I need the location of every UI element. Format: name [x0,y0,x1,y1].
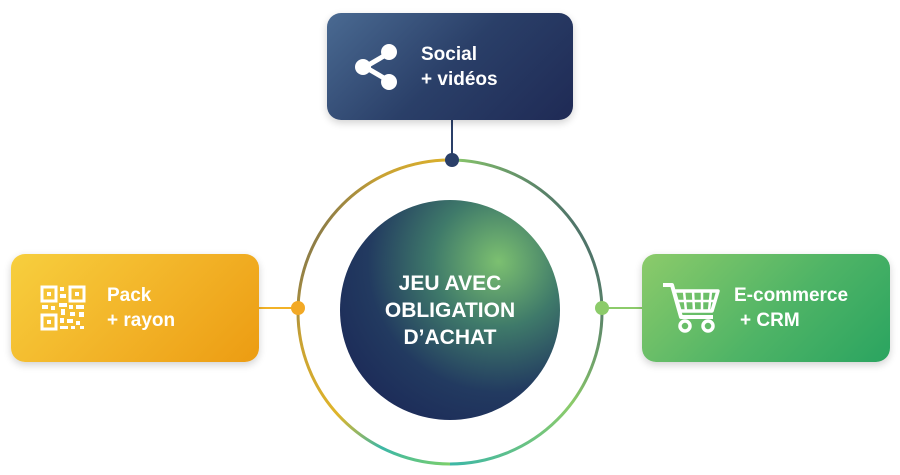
shopping-cart-icon [660,279,722,337]
center-circle [340,200,560,420]
qr-code-icon [37,282,89,334]
node-social-label: Social + vidéos [421,42,498,92]
center-label-line-1: JEU AVEC [398,271,502,295]
node-pack-line-2: + rayon [107,310,176,331]
share-icon [351,41,403,93]
node-social: Social + vidéos [327,13,573,120]
center-label-line-3: D’ACHAT [403,325,497,349]
node-social-line-2: + vidéos [421,68,498,90]
node-ecommerce: E-commerce + CRM [642,254,890,362]
node-pack: Pack + rayon [11,254,259,362]
node-social-line-1: Social [421,43,477,65]
dot-social [445,153,459,167]
dot-pack [291,301,305,315]
node-ecommerce-label: E-commerce + CRM [734,283,848,333]
center-label: JEU AVEC OBLIGATION D’ACHAT [340,200,560,420]
node-ecommerce-line-1: E-commerce [734,285,849,306]
node-pack-label: Pack + rayon [107,283,175,333]
node-pack-line-1: Pack [107,285,152,306]
node-ecommerce-line-2: + CRM [740,310,800,331]
center-label-line-2: OBLIGATION [384,298,516,322]
dot-ecommerce [595,301,609,315]
